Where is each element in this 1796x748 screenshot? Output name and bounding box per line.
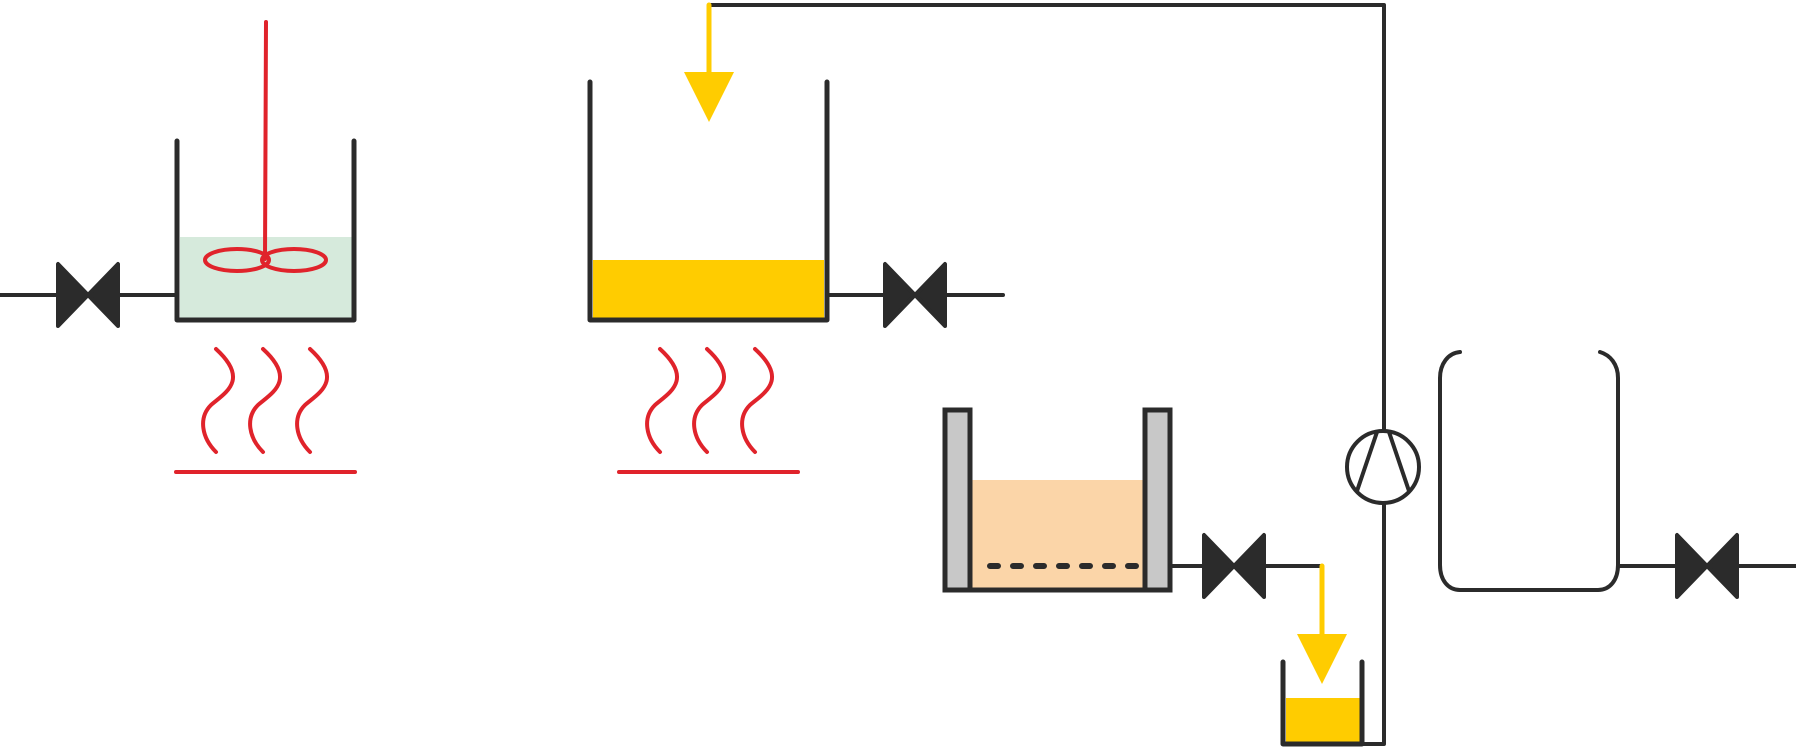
- filter-wall-left: [942, 407, 973, 593]
- pump-icon[interactable]: [1345, 429, 1421, 505]
- tank-wall: [174, 138, 357, 323]
- stirrer-icon: [203, 20, 328, 273]
- stirred-tank-icon: [174, 20, 357, 323]
- down-arrow-icon: [684, 2, 734, 122]
- return-pipe: [707, 3, 1386, 432]
- collection-liquid: [1286, 698, 1360, 742]
- collection-vessel-icon: [1280, 659, 1365, 747]
- valve-icon[interactable]: [56, 262, 120, 328]
- filter-wall-right: [1142, 407, 1173, 593]
- valve-icon[interactable]: [1675, 533, 1739, 599]
- down-arrow-icon: [1297, 563, 1347, 684]
- condenser-pipe: [1438, 350, 1620, 592]
- tank-wall: [587, 79, 830, 323]
- valve-icon[interactable]: [883, 262, 947, 328]
- collection-wall: [1280, 659, 1365, 747]
- valve-icon[interactable]: [1202, 533, 1266, 599]
- condenser-loop-icon: [1438, 350, 1620, 592]
- pump-suction-pipe: [1360, 502, 1386, 746]
- filter-liquid: [970, 480, 1145, 589]
- heating-element-icon: [174, 347, 357, 474]
- heated-tank-icon: [587, 79, 830, 323]
- heating-element-icon: [617, 347, 800, 474]
- tank-liquid: [593, 260, 824, 320]
- filter-vessel-icon: [942, 407, 1173, 593]
